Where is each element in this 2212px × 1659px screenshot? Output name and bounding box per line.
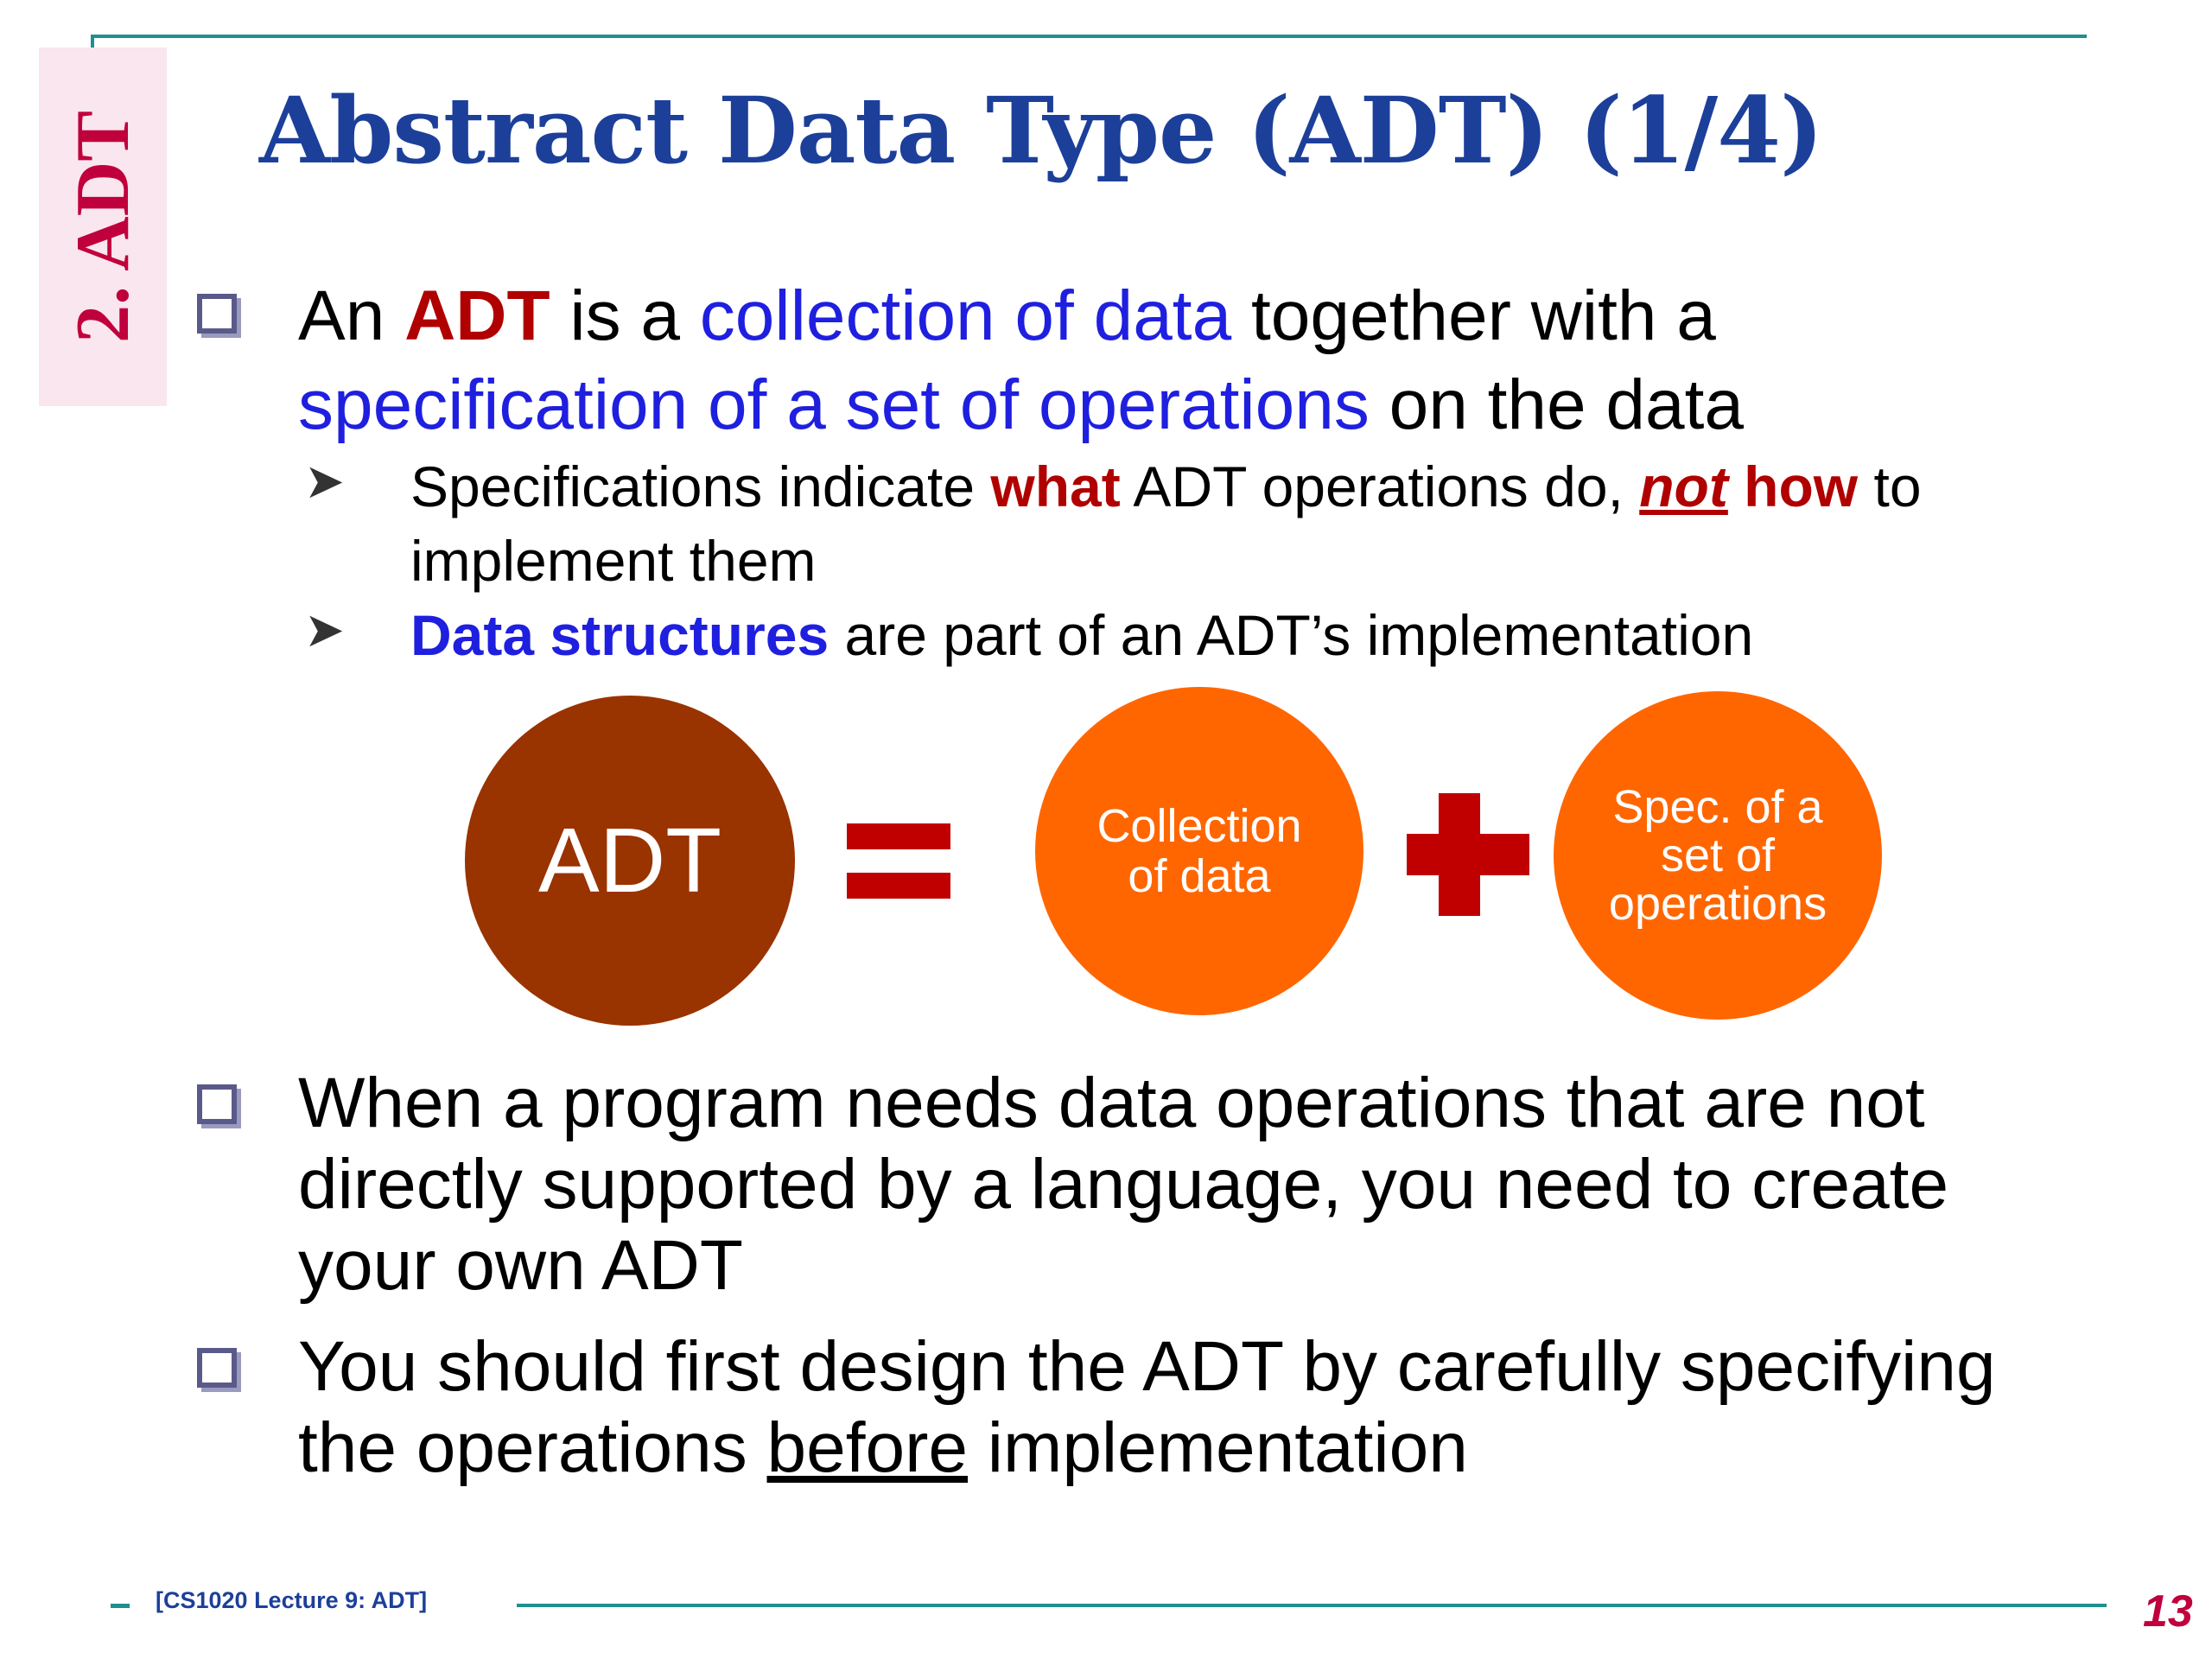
bullet-2: When a program needs data operations tha… bbox=[298, 1064, 1949, 1305]
section-tab bbox=[39, 48, 167, 406]
top-rule bbox=[91, 35, 2087, 38]
footer-rule bbox=[517, 1604, 2107, 1607]
checkbox-bullet-icon bbox=[197, 1084, 237, 1124]
plus-sign-horizontal bbox=[1407, 834, 1529, 875]
footer-label: [CS1020 Lecture 9: ADT] bbox=[156, 1587, 428, 1613]
sub-bullet-1-line-1: Specifications indicate what ADT operati… bbox=[410, 454, 1922, 518]
checkbox-bullet-icon bbox=[197, 1348, 237, 1388]
bullet-3: You should first design the ADT by caref… bbox=[298, 1327, 1996, 1487]
slide-title: Abstract Data Type (ADT) (1/4) bbox=[259, 76, 1823, 184]
page-number: 13 bbox=[2143, 1586, 2193, 1637]
checkbox-bullet-icon bbox=[197, 294, 237, 334]
equals-sign-top-bar bbox=[847, 823, 950, 849]
arrow-bullet-icon: ➤ bbox=[304, 454, 345, 510]
bullet-1-line-1: An ADT is a collection of data together … bbox=[298, 276, 1716, 355]
bullet-1-line-2: specification of a set of operations on … bbox=[298, 365, 1745, 444]
sub-bullet-2: Data structures are part of an ADT’s imp… bbox=[410, 603, 1754, 667]
equals-sign-bottom-bar bbox=[847, 873, 950, 899]
sub-bullet-1-line-2: implement them bbox=[410, 529, 817, 593]
adt-circle: ADT bbox=[465, 696, 795, 1026]
section-label: 2. ADT bbox=[60, 111, 145, 343]
arrow-bullet-icon: ➤ bbox=[304, 602, 345, 658]
footer-dash bbox=[111, 1604, 130, 1608]
